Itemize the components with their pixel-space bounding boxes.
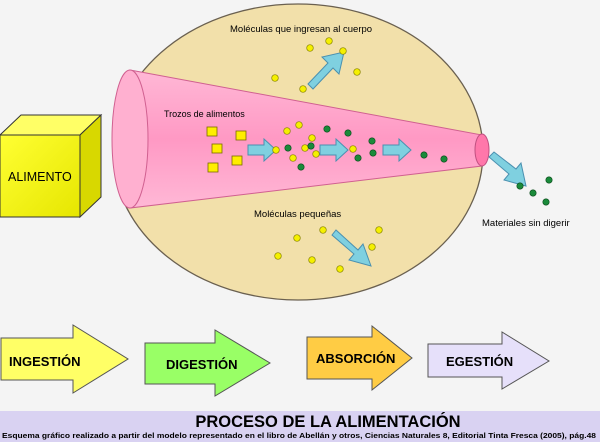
green-molecule [368, 137, 376, 145]
yellow-molecule [312, 150, 320, 158]
green-molecule [354, 154, 362, 162]
flow-arrow [319, 137, 349, 163]
process-stages [0, 324, 550, 397]
yellow-molecule [299, 85, 307, 93]
green-molecules [284, 125, 553, 206]
yellow-molecule [349, 145, 357, 153]
yellow-molecule [325, 37, 333, 45]
food-piece [231, 155, 243, 166]
yellow-molecule [306, 44, 314, 52]
source-credit: Esquema gráfico realizado a partir del m… [2, 431, 596, 440]
small-molecules-arrow [331, 229, 372, 267]
stage-arrow-absorption [306, 324, 413, 392]
yellow-molecule [339, 47, 347, 55]
yellow-molecule [301, 144, 309, 152]
stage-label-egestion: EGESTIÓN [446, 354, 513, 369]
green-molecule [369, 149, 377, 157]
yellow-molecule [272, 146, 280, 154]
food-piece [206, 126, 218, 137]
food-box-label: ALIMENTO [8, 170, 72, 184]
green-molecule [297, 163, 305, 171]
stage-arrow-egestion [427, 331, 550, 390]
food-piece [211, 143, 223, 154]
yellow-molecule [271, 74, 279, 82]
stage-label-absorption: ABSORCIÓN [316, 351, 395, 366]
undigested-materials-label: Materiales sin digerir [482, 218, 570, 229]
diagram-title: PROCESO DE LA ALIMENTACIÓN [195, 412, 460, 431]
green-molecule [516, 182, 524, 190]
yellow-molecule [289, 154, 297, 162]
yellow-molecule [308, 256, 316, 264]
yellow-molecule [319, 226, 327, 234]
food-pieces [206, 126, 247, 173]
yellow-molecule [336, 265, 344, 273]
yellow-molecule [375, 226, 383, 234]
small-molecules-label: Moléculas pequeñas [254, 209, 341, 220]
stage-label-digestion: DIGESTIÓN [166, 357, 238, 372]
stage-label-ingestion: INGESTIÓN [9, 354, 81, 369]
tube-mouth [111, 69, 149, 209]
yellow-molecules [271, 37, 383, 273]
green-molecule [440, 155, 448, 163]
yellow-molecule [308, 134, 316, 142]
green-molecule [420, 151, 428, 159]
flow-arrows [247, 137, 412, 163]
footer-band [0, 411, 600, 442]
yellow-molecule [295, 121, 303, 129]
yellow-molecule [274, 252, 282, 260]
food-piece [235, 130, 247, 141]
green-molecule [344, 129, 352, 137]
flow-arrow [247, 137, 277, 163]
green-molecule [284, 144, 292, 152]
yellow-molecule [283, 127, 291, 135]
green-molecule [545, 176, 553, 184]
green-molecule [542, 198, 550, 206]
food-pieces-label: Trozos de alimentos [164, 109, 245, 119]
food-piece [207, 162, 219, 173]
flow-arrow [382, 137, 412, 163]
egestion-arrow [488, 151, 527, 187]
yellow-molecule [353, 68, 361, 76]
stage-arrow-digestion [144, 329, 271, 397]
green-molecule [529, 189, 537, 197]
green-molecule [307, 142, 315, 150]
yellow-molecule [293, 234, 301, 242]
food-box [0, 113, 103, 219]
green-molecule [323, 125, 331, 133]
yellow-molecule [368, 243, 376, 251]
absorbed-molecules-label: Moléculas que ingresan al cuerpo [230, 24, 372, 35]
stage-arrow-ingestion [0, 324, 129, 394]
tube-end [474, 133, 490, 167]
absorption-arrow [307, 51, 345, 90]
